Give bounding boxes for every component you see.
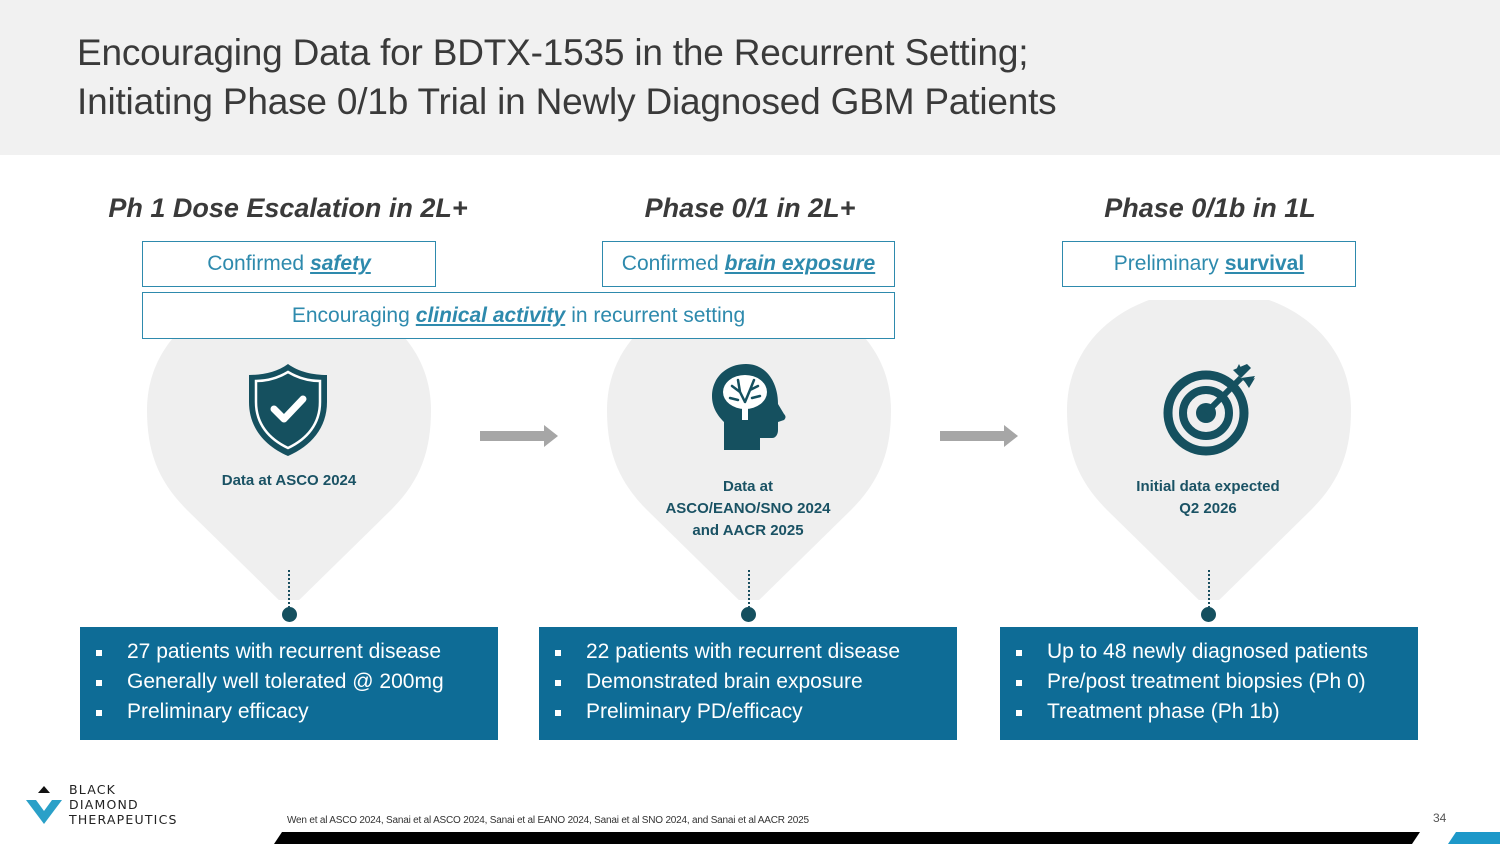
dotted-connector-1 xyxy=(288,570,290,608)
arrow-right-icon xyxy=(480,425,558,447)
caption-line: and AACR 2025 xyxy=(692,522,804,539)
pin-background-2 xyxy=(607,300,891,600)
bullet-item: Generally well tolerated @ 200mg xyxy=(94,667,498,697)
header-band: Encouraging Data for BDTX-1535 in the Re… xyxy=(0,0,1500,155)
dotted-connector-3 xyxy=(1208,570,1210,608)
bullet-panel-2: 22 patients with recurrent disease Demon… xyxy=(539,627,957,740)
phase-title-2: Phase 0/1 in 2L+ xyxy=(644,193,856,223)
caption-line: Initial data expected xyxy=(1136,478,1280,495)
footer-bar-blue xyxy=(1448,832,1500,844)
bullet-panel-3: Up to 48 newly diagnosed patients Pre/po… xyxy=(1000,627,1418,740)
caption-line: Data at xyxy=(722,478,774,495)
outcome-box-prefix: Preliminary xyxy=(1113,252,1219,275)
outcome-box-emphasis: safety xyxy=(310,252,371,275)
target-arrow-icon xyxy=(1161,362,1257,458)
arrow-right-icon xyxy=(940,425,1018,447)
bullet-list: Up to 48 newly diagnosed patients Pre/po… xyxy=(1014,637,1418,727)
dotted-connector-2 xyxy=(748,570,750,608)
page-title: Encouraging Data for BDTX-1535 in the Re… xyxy=(77,28,1057,126)
brain-head-icon xyxy=(710,362,788,450)
outcome-box-safety: Confirmed safety xyxy=(142,241,436,287)
page-number: 34 xyxy=(1433,811,1447,825)
shared-box-emphasis: clinical activity xyxy=(415,303,566,327)
bullet-item: Preliminary PD/efficacy xyxy=(553,697,957,727)
logo-line: THERAPEUTICS xyxy=(69,812,178,827)
bullet-item: 27 patients with recurrent disease xyxy=(94,637,498,667)
shared-box-suffix: in recurrent setting xyxy=(571,303,746,327)
phase-title-3: Phase 0/1b in 1L xyxy=(1104,193,1316,223)
connector-dot-1 xyxy=(282,607,297,622)
outcome-box-clinical-activity: Encouraging clinical activity in recurre… xyxy=(142,292,895,339)
outcome-box-prefix: Confirmed xyxy=(621,252,719,275)
shared-box-prefix: Encouraging xyxy=(291,303,410,327)
references-footnote: Wen et al ASCO 2024, Sanai et al ASCO 20… xyxy=(287,815,809,826)
shield-check-icon xyxy=(247,362,329,458)
bullet-item: Preliminary efficacy xyxy=(94,697,498,727)
connector-dot-2 xyxy=(741,607,756,622)
outcome-box-emphasis: survival xyxy=(1224,252,1305,275)
company-logo-text: BLACK DIAMOND THERAPEUTICS xyxy=(69,782,178,827)
pin-caption-2: Data at ASCO/EANO/SNO 2024 and AACR 2025 xyxy=(618,476,878,542)
outcome-box-prefix: Confirmed xyxy=(207,252,305,275)
pin-caption-1: Data at ASCO 2024 xyxy=(159,470,419,492)
bullet-panel-1: 27 patients with recurrent disease Gener… xyxy=(80,627,498,740)
phase-title-1: Ph 1 Dose Escalation in 2L+ xyxy=(108,193,468,223)
outcome-box-brain-exposure: Confirmed brain exposure xyxy=(602,241,895,287)
outcome-box-survival: Preliminary survival xyxy=(1062,241,1356,287)
connector-dot-3 xyxy=(1201,607,1216,622)
company-logo-icon xyxy=(24,784,64,831)
pin-caption-3: Initial data expected Q2 2026 xyxy=(1078,476,1338,520)
bullet-item: Pre/post treatment biopsies (Ph 0) xyxy=(1014,667,1418,697)
logo-line: BLACK xyxy=(69,782,117,797)
logo-line: DIAMOND xyxy=(69,797,139,812)
bullet-item: Demonstrated brain exposure xyxy=(553,667,957,697)
bullet-list: 27 patients with recurrent disease Gener… xyxy=(94,637,498,727)
bullet-item: 22 patients with recurrent disease xyxy=(553,637,957,667)
caption-line: Q2 2026 xyxy=(1179,500,1237,517)
caption-line: Data at ASCO 2024 xyxy=(221,472,357,489)
page-title-line-2: Initiating Phase 0/1b Trial in Newly Dia… xyxy=(77,81,1057,122)
caption-line: ASCO/EANO/SNO 2024 xyxy=(665,500,831,517)
footer-bar-black xyxy=(274,832,1420,844)
bullet-list: 22 patients with recurrent disease Demon… xyxy=(553,637,957,727)
bullet-item: Treatment phase (Ph 1b) xyxy=(1014,697,1418,727)
outcome-box-emphasis: brain exposure xyxy=(724,252,876,275)
page-title-line-1: Encouraging Data for BDTX-1535 in the Re… xyxy=(77,32,1029,73)
bullet-item: Up to 48 newly diagnosed patients xyxy=(1014,637,1418,667)
